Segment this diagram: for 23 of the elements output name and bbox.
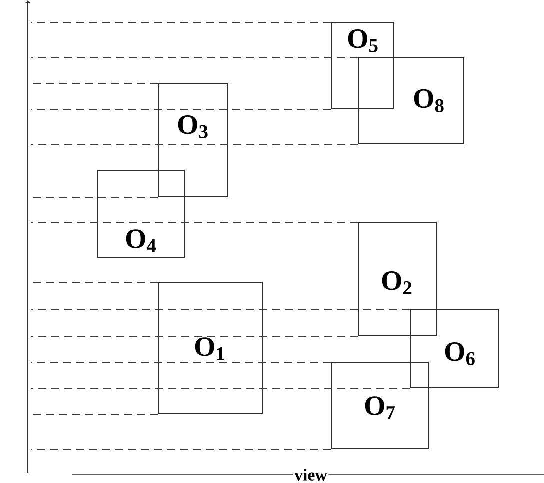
projection-line <box>30 448 332 450</box>
projection-line <box>30 308 411 310</box>
view-label: view <box>293 468 329 482</box>
labeled-box: O$_{1}$ <box>158 282 264 414</box>
labeled-box: O$_{7}$ <box>332 362 430 450</box>
labeled-box: O$_{2}$ <box>358 222 438 336</box>
projection-line <box>30 197 159 198</box>
projection-line <box>30 414 159 415</box>
projection-line <box>30 82 159 84</box>
labeled-box: O$_{4}$ <box>98 170 186 258</box>
projection-line <box>30 388 411 389</box>
projection-line <box>30 282 159 283</box>
projection-line <box>30 108 332 110</box>
labeled-box: O$_{3}$ <box>158 83 228 198</box>
projection-line <box>30 336 359 337</box>
projection-line <box>30 362 332 363</box>
labeled-box: O$_{5}$ <box>332 22 394 110</box>
labeled-box: O$_{6}$ <box>410 309 500 388</box>
labeled-box: O$_{8}$ <box>358 58 464 144</box>
projection-line <box>30 57 359 58</box>
projection-line <box>30 144 359 145</box>
projection-line <box>30 22 332 23</box>
projection-line <box>30 222 359 223</box>
